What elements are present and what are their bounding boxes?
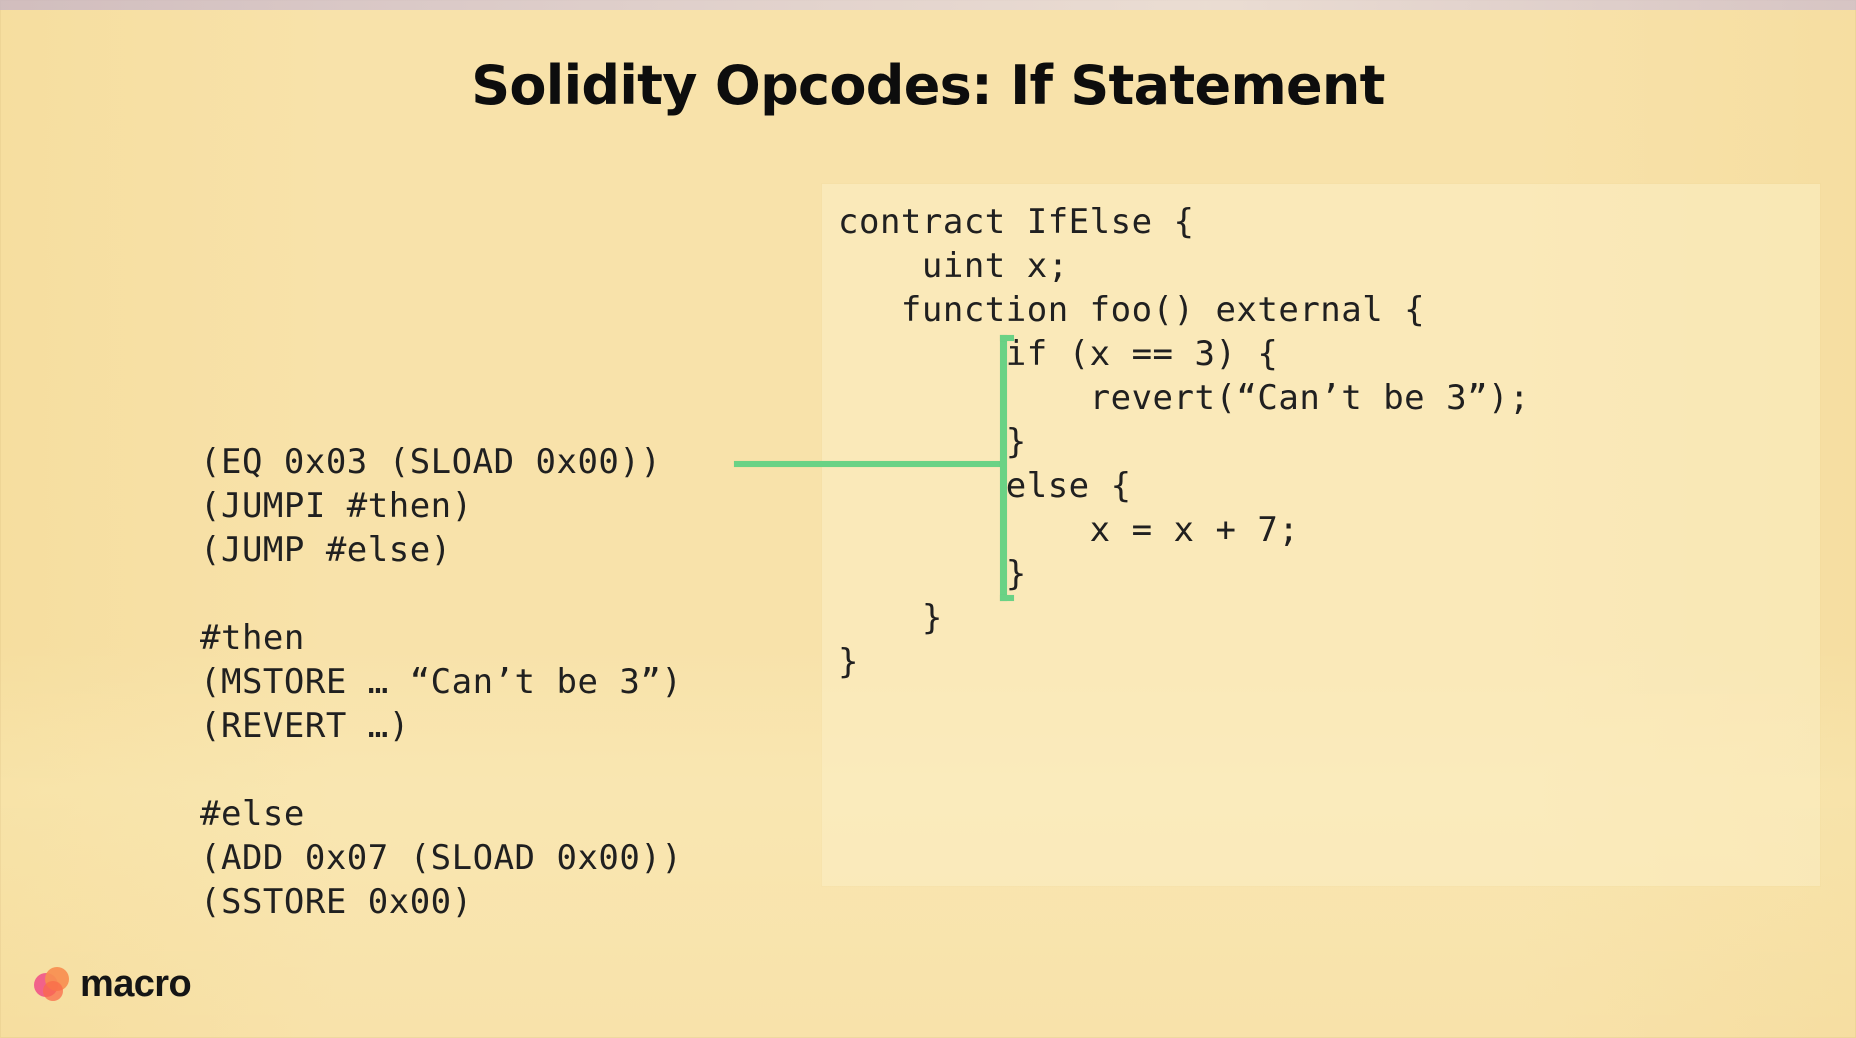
solidity-code-panel [822,184,1820,886]
if-else-bracket-top-tick [1000,335,1014,341]
if-else-bracket [1000,335,1007,601]
condition-link-line [734,461,1006,467]
slide-title: Solidity Opcodes: If Statement [471,54,1385,117]
macro-logo-icon [34,967,70,1003]
brand-logo: macro [34,962,234,1008]
if-else-bracket-bottom-tick [1000,595,1014,601]
opcode-sequence: (EQ 0x03 (SLOAD 0x00)) (JUMPI #then) (JU… [200,442,683,922]
brand-name: macro [80,963,192,1005]
solidity-code: contract IfElse { uint x; function foo()… [838,202,1531,682]
